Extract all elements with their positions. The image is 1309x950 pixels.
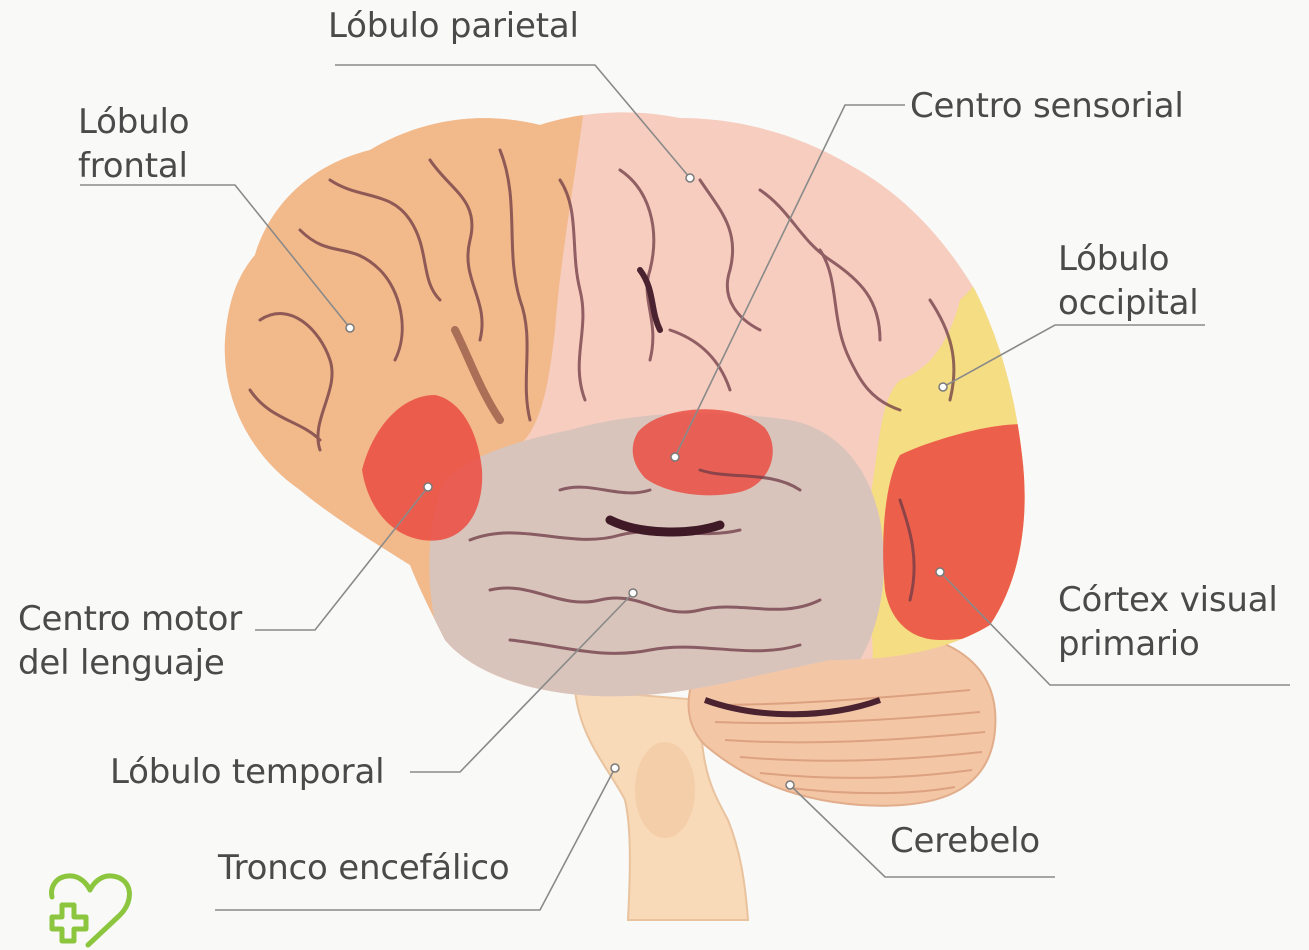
label-motor-line2: del lenguaje	[18, 641, 242, 685]
visual-cortex	[883, 424, 1039, 640]
label-visual-line2: primario	[1058, 622, 1278, 666]
label-tronco: Tronco encefálico	[218, 847, 510, 889]
label-sensorial: Centro sensorial	[910, 85, 1184, 127]
label-frontal-line1: Lóbulo	[78, 100, 189, 144]
sensory-center	[633, 409, 773, 495]
heart-cross-icon	[52, 876, 130, 945]
label-frontal-line2: frontal	[78, 144, 189, 188]
label-occipital: Lóbulo occipital	[1058, 237, 1198, 325]
label-occipital-line1: Lóbulo	[1058, 237, 1198, 281]
label-frontal: Lóbulo frontal	[78, 100, 189, 188]
label-occipital-line2: occipital	[1058, 281, 1198, 325]
label-visual-line1: Córtex visual	[1058, 578, 1278, 622]
label-motor: Centro motor del lenguaje	[18, 597, 242, 685]
label-temporal: Lóbulo temporal	[110, 751, 384, 793]
label-visual: Córtex visual primario	[1058, 578, 1278, 666]
label-parietal: Lóbulo parietal	[328, 5, 579, 47]
label-motor-line1: Centro motor	[18, 597, 242, 641]
label-cerebelo: Cerebelo	[890, 820, 1040, 862]
